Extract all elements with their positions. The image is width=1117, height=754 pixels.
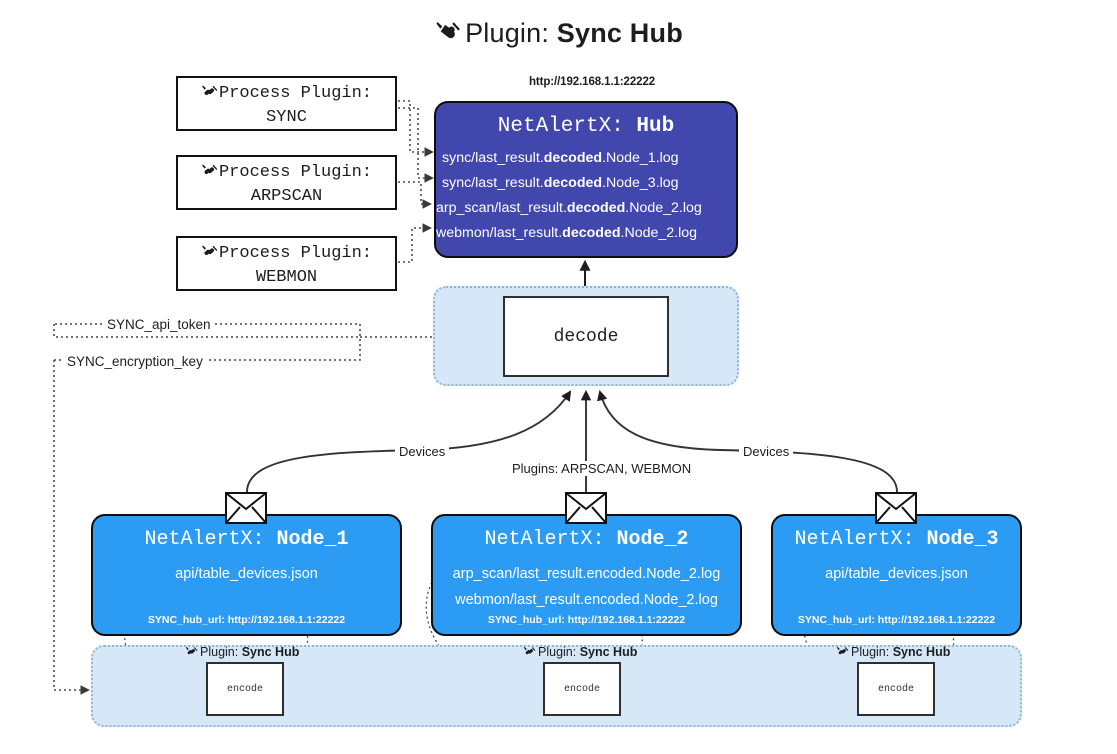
plug-icon [434, 18, 461, 52]
post: .Node_2.log [620, 225, 698, 241]
hub-title: NetAlertX: Hub [436, 103, 736, 138]
mid: decoded [562, 225, 621, 241]
process-plugin-arpscan-line1: Process Plugin: [178, 162, 395, 187]
process-plugin-webmon-line2: WEBMON [255, 267, 318, 287]
pre: arp_scan/last_result. [436, 200, 567, 216]
plugin-tag-name: Sync Hub [241, 645, 300, 659]
sync-api-token-label: SYNC_api_token [104, 317, 214, 332]
pre: webmon/last_result. [436, 225, 563, 241]
envelope-icon [225, 492, 267, 524]
sync-encryption-key-label: SYNC_encryption_key [64, 354, 206, 369]
page-title-prefix: Plugin: [465, 18, 557, 48]
process-plugin-sync[interactable]: Process Plugin: SYNC [176, 76, 397, 131]
devices-label-right: Devices [739, 444, 794, 459]
process-plugin-webmon-line1: Process Plugin: [178, 243, 395, 268]
post: .Node_3.log [602, 175, 679, 191]
node-title-prefix: NetAlertX: [144, 528, 277, 551]
label: Process Plugin: [218, 244, 373, 263]
plug-icon [201, 162, 218, 187]
node-hub-url: SYNC_hub_url: http://192.168.1.1:22222 [797, 614, 996, 626]
plugin-tag-sync-hub: Plugin: Sync Hub [523, 645, 637, 661]
node-title-name: Node_2 [616, 528, 689, 551]
label: Process Plugin: [218, 84, 373, 103]
node-file-list: arp_scan/last_result.encoded.Node_2.log … [433, 561, 740, 613]
node-box-node-1[interactable]: NetAlertX: Node_1 api/table_devices.json… [91, 514, 402, 636]
hub-node-box[interactable]: NetAlertX: Hub sync/last_result.decoded.… [434, 101, 738, 258]
node-title-prefix: NetAlertX: [484, 528, 617, 551]
plugin-tag-sync-hub: Plugin: Sync Hub [836, 645, 950, 661]
node-title-name: Node_3 [926, 528, 999, 551]
encode-box-node-3[interactable]: encode [857, 662, 935, 716]
hub-url-label: http://192.168.1.1:22222 [528, 76, 656, 88]
hub-file-list: sync/last_result.decoded.Node_1.log sync… [436, 146, 736, 246]
hub-file-row: sync/last_result.decoded.Node_1.log [436, 146, 736, 171]
node-hub-url: SYNC_hub_url: http://192.168.1.1:22222 [147, 614, 346, 626]
plugin-tag-prefix: Plugin: [538, 645, 580, 659]
page-title-name: Sync Hub [556, 18, 683, 48]
hub-file-row: webmon/last_result.decoded.Node_2.log [436, 221, 736, 246]
plugins-label-center: Plugins: ARPSCAN, WEBMON [508, 461, 696, 476]
node-box-node-3[interactable]: NetAlertX: Node_3 api/table_devices.json… [771, 514, 1022, 636]
node-file-list: api/table_devices.json [93, 561, 400, 587]
plug-icon [201, 83, 218, 108]
mid: decoded [543, 175, 603, 191]
node-file-row: webmon/last_result.encoded.Node_2.log [455, 592, 718, 608]
plugin-tag-name: Sync Hub [892, 645, 951, 659]
process-plugin-webmon[interactable]: Process Plugin: WEBMON [176, 236, 397, 291]
encode-box-node-1[interactable]: encode [206, 662, 284, 716]
process-plugin-sync-line1: Process Plugin: [178, 83, 395, 108]
node-file-row: arp_scan/last_result.encoded.Node_2.log [452, 566, 721, 582]
post: .Node_2.log [625, 200, 702, 216]
devices-label-left: Devices [395, 444, 450, 459]
plugin-tag-name: Sync Hub [579, 645, 638, 659]
node-file-row: api/table_devices.json [175, 566, 318, 582]
process-plugin-arpscan[interactable]: Process Plugin: ARPSCAN [176, 155, 397, 210]
plug-icon [201, 243, 218, 268]
decode-box[interactable]: decode [503, 296, 669, 377]
plug-icon [836, 645, 849, 661]
encode-box-node-2[interactable]: encode [543, 662, 621, 716]
node-title-name: Node_1 [276, 528, 349, 551]
pre: sync/last_result. [442, 150, 544, 166]
node-box-node-2[interactable]: NetAlertX: Node_2 arp_scan/last_result.e… [431, 514, 742, 636]
plug-icon [523, 645, 536, 661]
hub-file-row: sync/last_result.decoded.Node_3.log [436, 171, 736, 196]
node-file-list: api/table_devices.json [773, 561, 1020, 587]
process-plugin-arpscan-line2: ARPSCAN [250, 186, 323, 206]
process-plugin-sync-line2: SYNC [266, 107, 307, 127]
envelope-icon [565, 492, 607, 524]
page-title: Plugin: Sync Hub [0, 18, 1117, 52]
plugin-tag-prefix: Plugin: [200, 645, 242, 659]
plugin-tag-prefix: Plugin: [851, 645, 893, 659]
mid: decoded [566, 200, 626, 216]
node-file-row: api/table_devices.json [825, 566, 968, 582]
post: .Node_1.log [602, 150, 679, 166]
mid: decoded [543, 150, 603, 166]
hub-title-name: Hub [636, 115, 675, 138]
hub-title-prefix: NetAlertX: [497, 115, 637, 138]
envelope-icon [875, 492, 917, 524]
label: Process Plugin: [218, 163, 373, 182]
node-title-prefix: NetAlertX: [794, 528, 927, 551]
hub-file-row: arp_scan/last_result.decoded.Node_2.log [436, 196, 736, 221]
node-hub-url: SYNC_hub_url: http://192.168.1.1:22222 [487, 614, 686, 626]
pre: sync/last_result. [442, 175, 544, 191]
plug-icon [185, 645, 198, 661]
plugin-tag-sync-hub: Plugin: Sync Hub [185, 645, 299, 661]
